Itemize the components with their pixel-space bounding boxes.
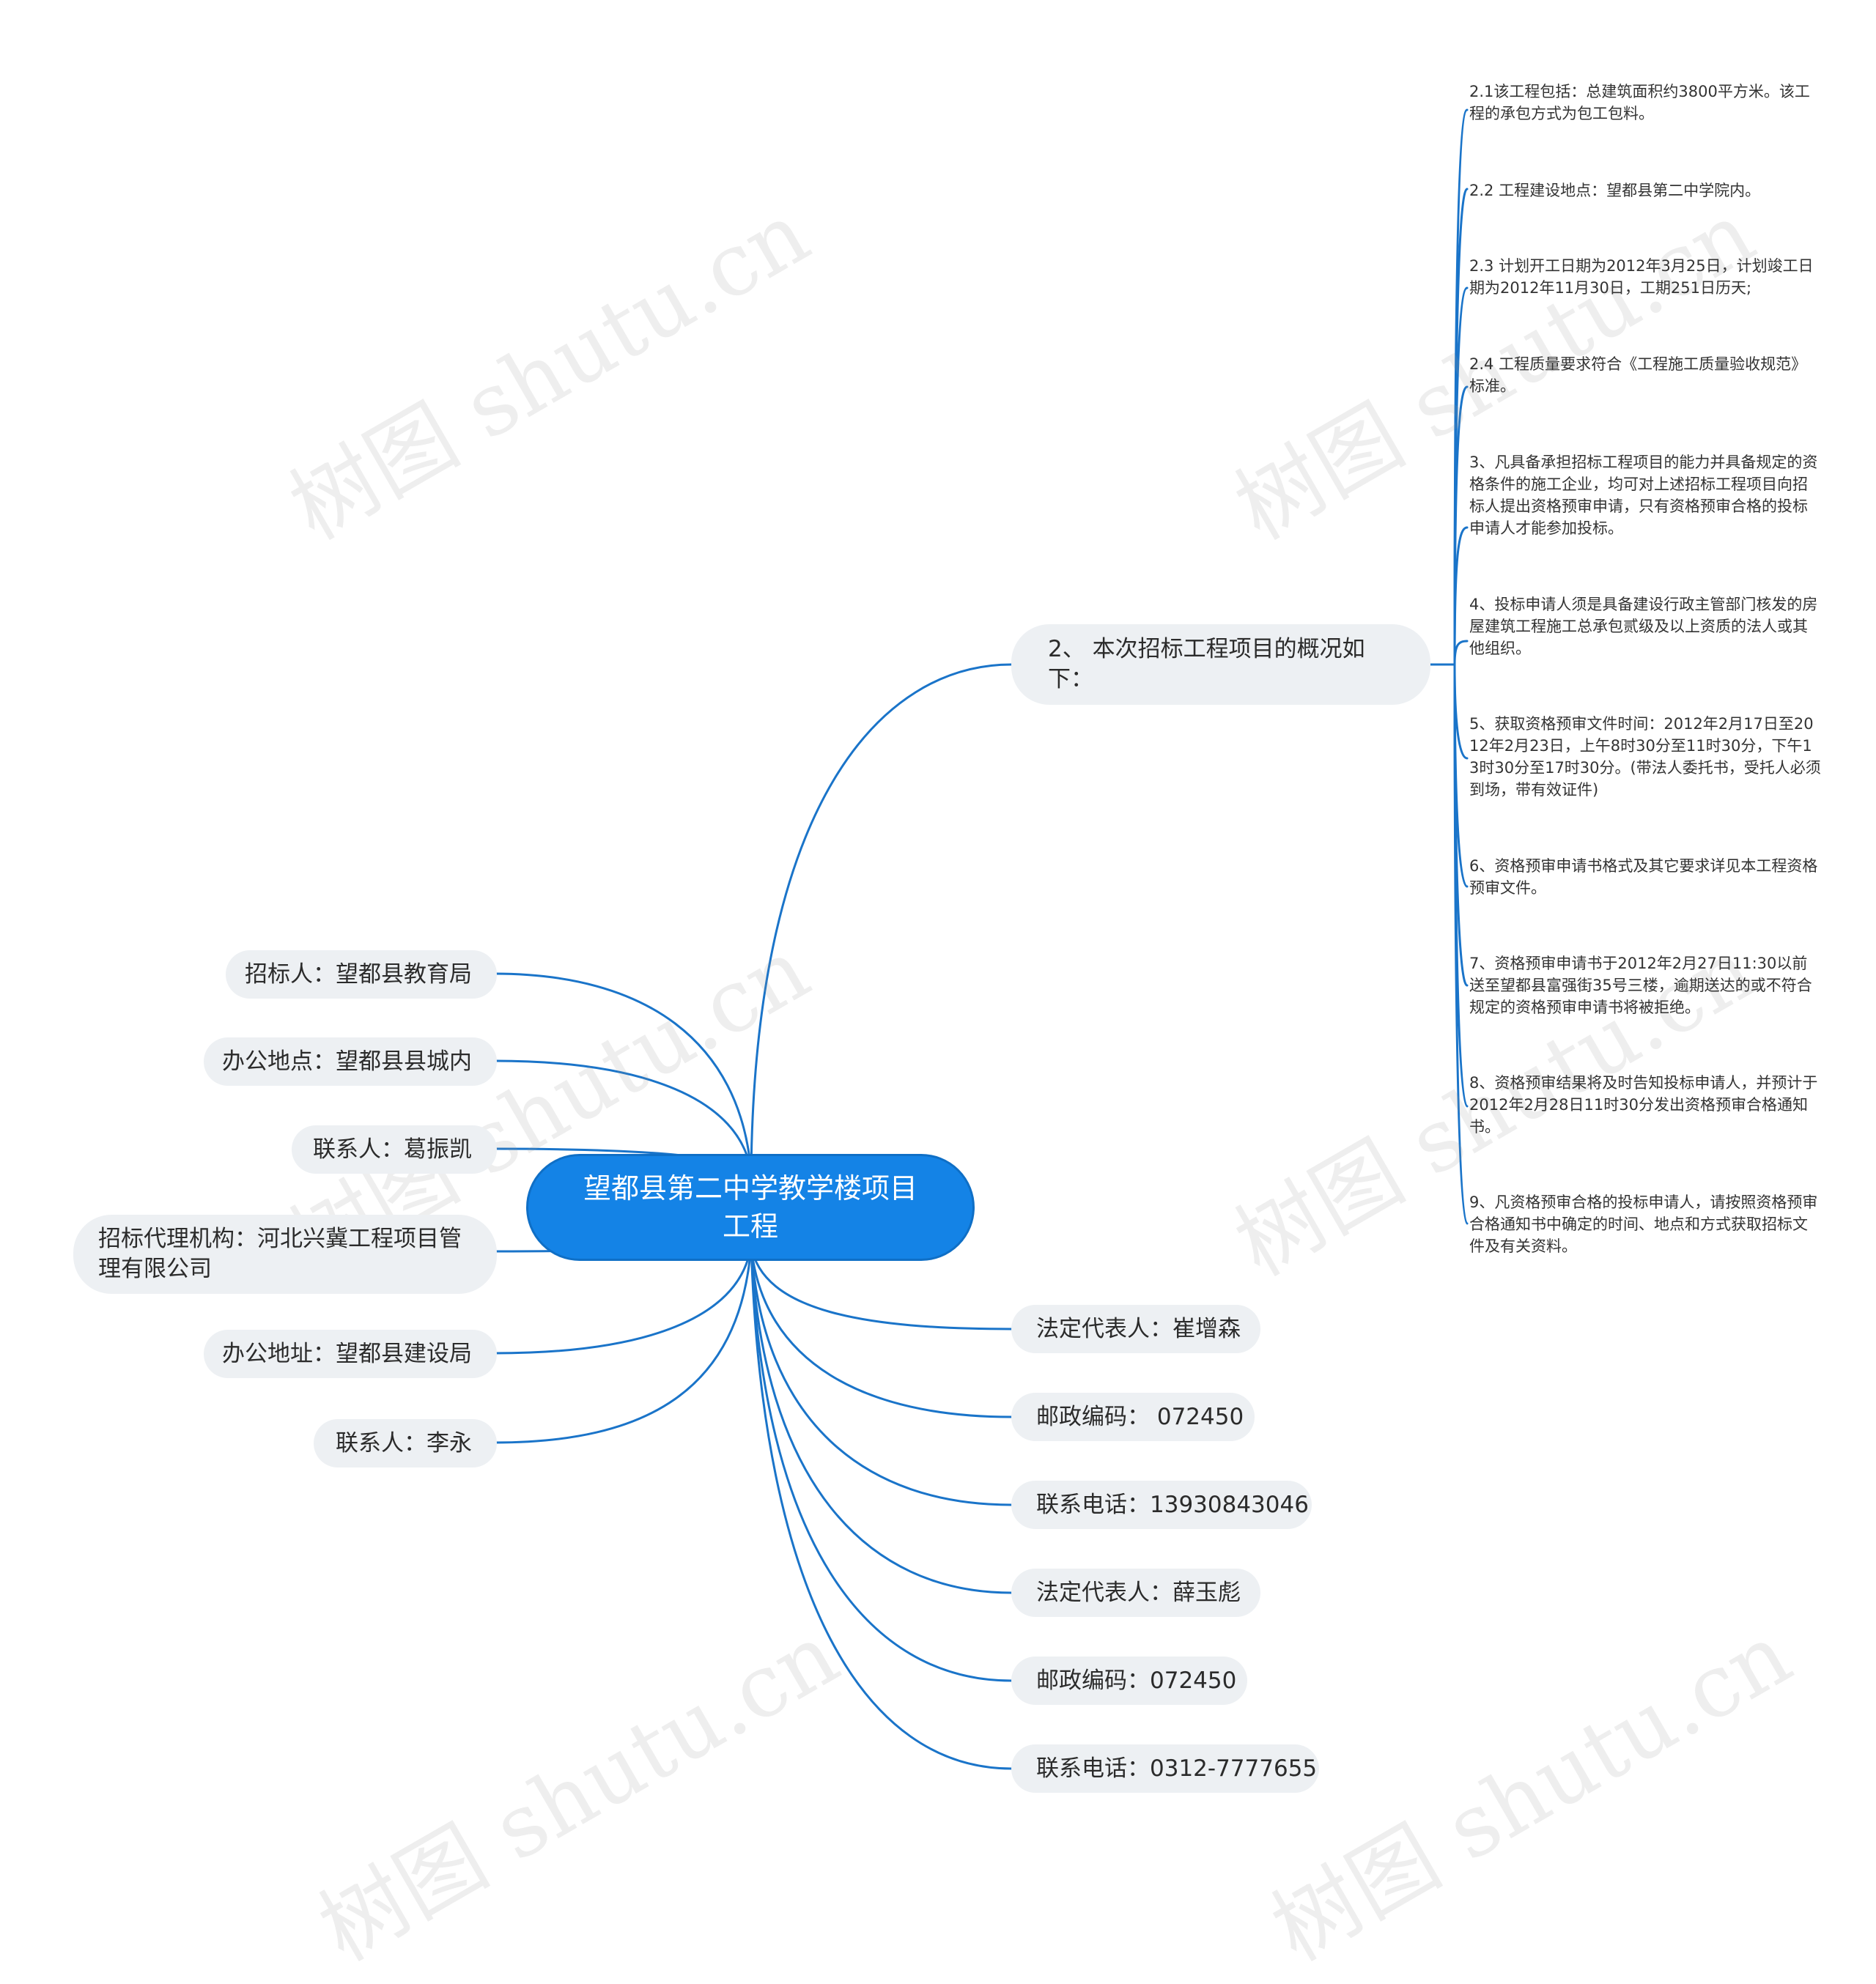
edge-root-left-5 bbox=[493, 1244, 753, 1444]
root-topic[interactable]: 望都县第二中学教学楼项目工程 bbox=[526, 1154, 975, 1261]
edge-root-right-3 bbox=[750, 1244, 1013, 1594]
topic-legal-rep[interactable]: 法定代表人：崔增森 bbox=[1011, 1305, 1260, 1353]
topic-overview[interactable]: 2、 本次招标工程项目的概况如下： bbox=[1011, 624, 1430, 705]
topic-office-location[interactable]: 办公地点：望都县县城内 bbox=[204, 1037, 497, 1086]
topic-contact-person[interactable]: 联系人：葛振凯 bbox=[292, 1125, 497, 1174]
edge-leaf-4 bbox=[1453, 526, 1469, 666]
topic-contact-person-2[interactable]: 联系人：李永 bbox=[314, 1419, 497, 1467]
leaf-2-4[interactable]: 2.4 工程质量要求符合《工程施工质量验收规范》标准。 bbox=[1469, 355, 1807, 395]
leaf-2-2[interactable]: 2.2 工程建设地点：望都县第二中学院内。 bbox=[1469, 182, 1761, 199]
edge-root-right-2 bbox=[750, 1244, 1013, 1506]
leaf-5[interactable]: 5、获取资格预审文件时间：2012年2月17日至2012年2月23日，上午8时3… bbox=[1469, 715, 1821, 799]
leaf-3[interactable]: 3、凡具备承担招标工程项目的能力并具备规定的资格条件的施工企业，均可对上述招标工… bbox=[1469, 454, 1818, 537]
edge-root-right-0 bbox=[750, 1244, 1013, 1330]
topic-agency[interactable]: 招标代理机构：河北兴冀工程项目管理有限公司 bbox=[73, 1215, 497, 1294]
topic-tenderer[interactable]: 招标人：望都县教育局 bbox=[226, 950, 497, 999]
edge-root-right-5 bbox=[750, 1244, 1013, 1770]
leaf-7[interactable]: 7、资格预审申请书于2012年2月27日11:30以前送至望都县富强街35号三楼… bbox=[1469, 955, 1812, 1016]
topic-phone-2[interactable]: 联系电话：0312-7777655 bbox=[1011, 1744, 1319, 1793]
edge-leaf-10 bbox=[1453, 663, 1469, 1225]
topic-office-address[interactable]: 办公地址：望都县建设局 bbox=[204, 1330, 497, 1378]
leaf-8[interactable]: 8、资格预审结果将及时告知投标申请人，并预计于2012年2月28日11时30分发… bbox=[1469, 1074, 1818, 1136]
topic-postcode[interactable]: 邮政编码： 072450 bbox=[1011, 1393, 1255, 1441]
edge-root-right-4 bbox=[750, 1244, 1013, 1682]
edge-root-overview bbox=[750, 663, 1013, 1174]
edge-root-right-1 bbox=[750, 1244, 1013, 1418]
topic-legal-rep-2[interactable]: 法定代表人：薛玉彪 bbox=[1011, 1569, 1260, 1617]
edge-root-left-0 bbox=[493, 972, 753, 1174]
leaf-2-3[interactable]: 2.3 计划开工日期为2012年3月25日，计划竣工日期为2012年11月30日… bbox=[1469, 257, 1814, 297]
leaf-2-1[interactable]: 2.1该工程包括：总建筑面积约3800平方米。该工程的承包方式为包工包料。 bbox=[1469, 83, 1810, 122]
leaf-9[interactable]: 9、凡资格预审合格的投标申请人，请按照资格预审合格通知书中确定的时间、地点和方式… bbox=[1469, 1193, 1818, 1255]
edge-leaf-6 bbox=[1453, 663, 1469, 760]
connector-lines bbox=[493, 108, 1469, 1770]
leaf-6[interactable]: 6、资格预审申请书格式及其它要求详见本工程资格预审文件。 bbox=[1469, 857, 1818, 897]
leaf-4[interactable]: 4、投标申请人须是具备建设行政主管部门核发的房屋建筑工程施工总承包贰级及以上资质… bbox=[1469, 596, 1818, 657]
edge-root-left-1 bbox=[493, 1059, 753, 1174]
topic-phone[interactable]: 联系电话：13930843046 bbox=[1011, 1481, 1312, 1529]
edge-root-left-4 bbox=[493, 1244, 753, 1355]
topic-postcode-2[interactable]: 邮政编码：072450 bbox=[1011, 1657, 1247, 1705]
edge-leaf-5 bbox=[1453, 640, 1469, 666]
